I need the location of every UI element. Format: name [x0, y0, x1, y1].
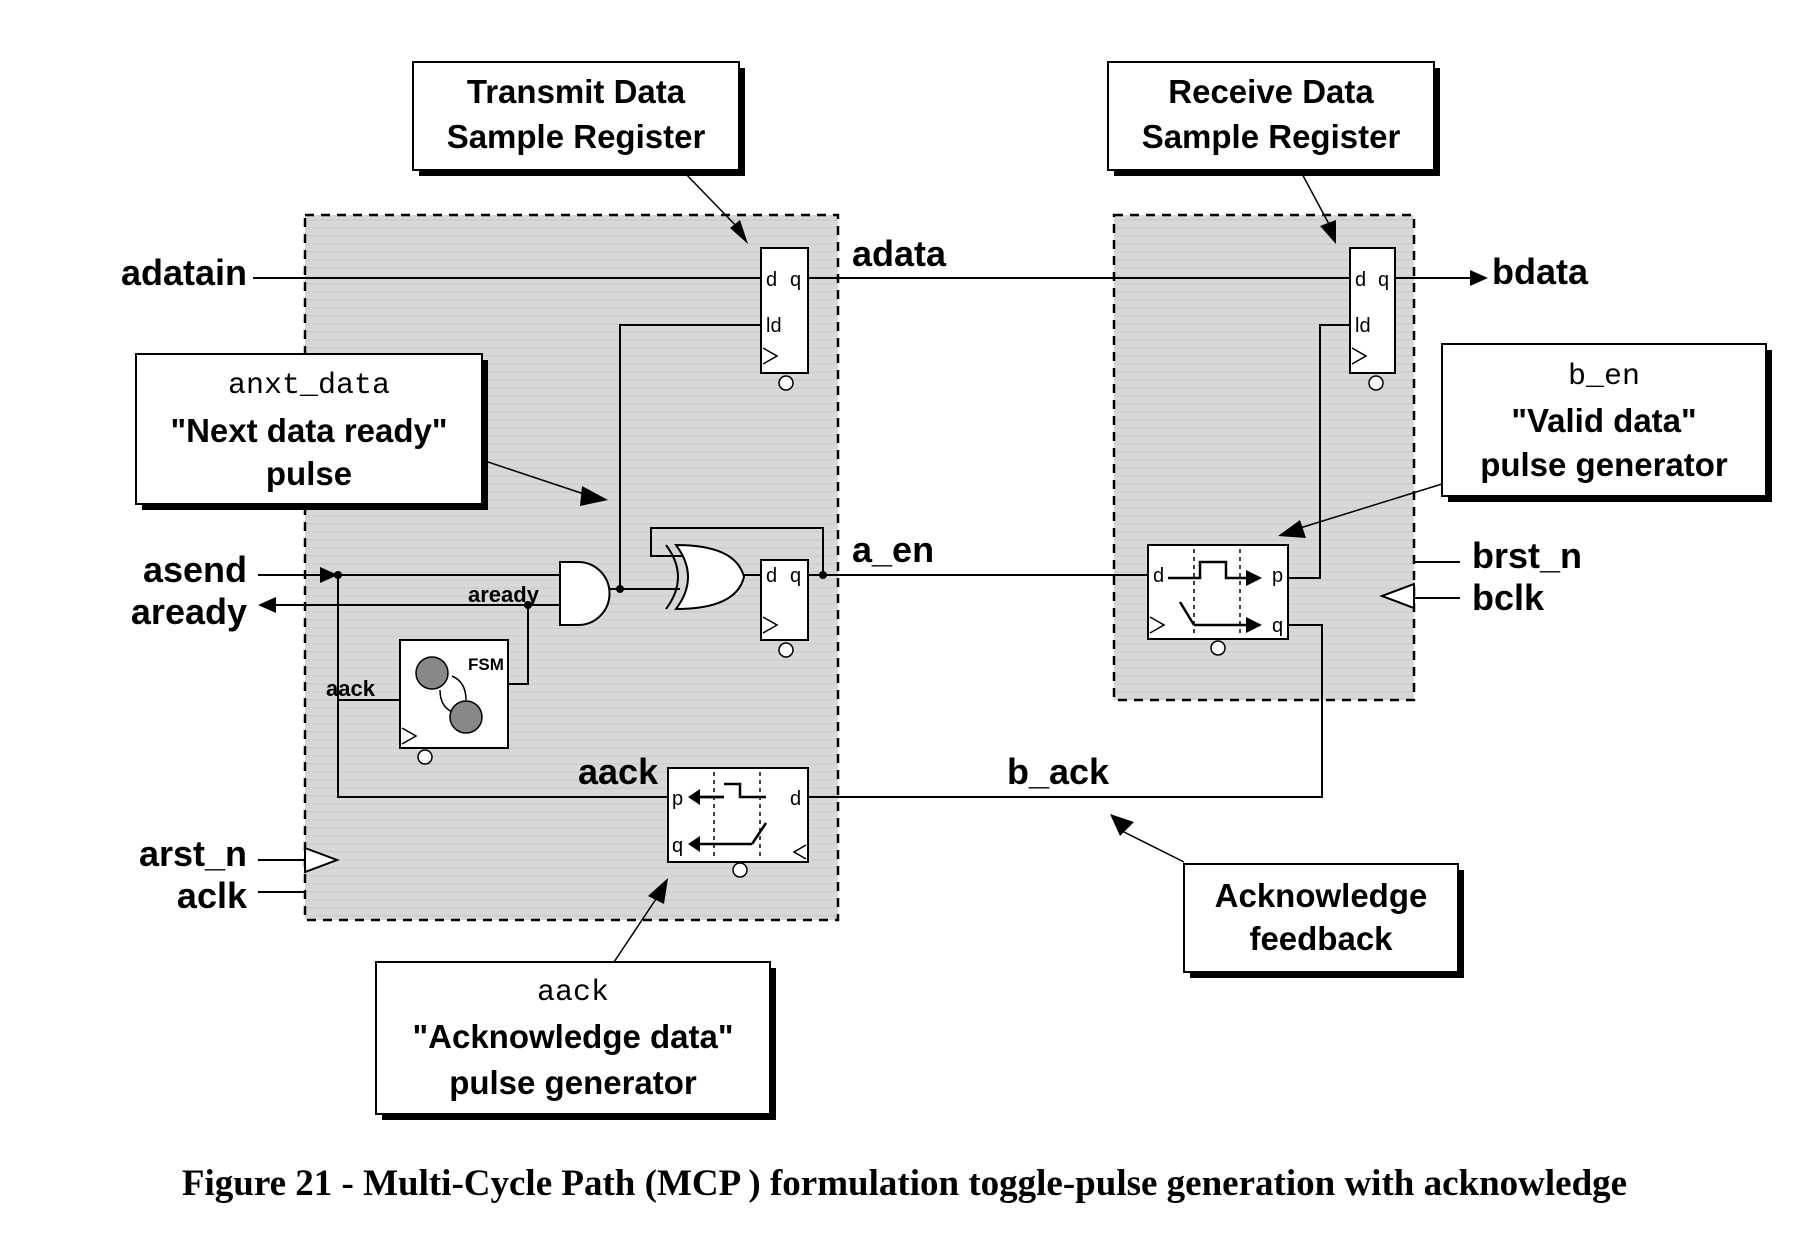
- ackfb-callout: Acknowledge feedback: [1183, 863, 1464, 978]
- svg-text:q: q: [1272, 615, 1283, 637]
- svg-text:d: d: [1355, 269, 1366, 291]
- bclk-label: bclk: [1472, 577, 1545, 618]
- svg-text:Sample Register: Sample Register: [447, 118, 706, 155]
- svg-text:q: q: [1378, 269, 1389, 291]
- fsm-aready-wire: [508, 605, 529, 685]
- svg-text:"Valid data": "Valid data": [1511, 402, 1696, 439]
- svg-text:p: p: [672, 788, 683, 810]
- aready-arrow: [258, 597, 276, 613]
- receive-register: d q ld: [1349, 247, 1396, 391]
- arst-n-triangle: [304, 846, 340, 874]
- svg-text:FSM: FSM: [468, 655, 504, 674]
- asend-arrow: [320, 567, 338, 583]
- b-ack-label: b_ack: [1007, 751, 1110, 792]
- svg-text:q: q: [790, 269, 801, 291]
- svg-text:p: p: [1272, 565, 1283, 587]
- b-en-pulse-generator: d p q: [1147, 544, 1289, 656]
- figure-caption: Figure 21 - Multi-Cycle Path (MCP ) form…: [181, 1163, 1628, 1204]
- transmit-register: d q ld: [760, 247, 809, 391]
- svg-text:feedback: feedback: [1249, 920, 1393, 957]
- xor-feedback-wire: [650, 527, 824, 575]
- svg-text:aack: aack: [537, 976, 609, 1010]
- asend-label: asend: [143, 549, 247, 590]
- brst-n-label: brst_n: [1472, 535, 1582, 576]
- aack-loop-wire: [337, 700, 668, 798]
- svg-text:Acknowledge: Acknowledge: [1215, 877, 1428, 914]
- svg-text:q: q: [790, 565, 801, 587]
- adatain-label: adatain: [121, 252, 247, 293]
- svg-text:ld: ld: [1355, 315, 1371, 337]
- b-en-callout: b_en "Valid data" pulse generator: [1441, 343, 1772, 502]
- svg-text:d: d: [766, 269, 777, 291]
- b-en-wire: [1288, 324, 1350, 579]
- adata-label: adata: [852, 233, 947, 274]
- svg-text:ld: ld: [766, 315, 782, 337]
- receive-callout: Receive Data Sample Register: [1107, 61, 1440, 176]
- svg-text:d: d: [1153, 565, 1164, 587]
- svg-text:Sample Register: Sample Register: [1142, 118, 1401, 155]
- svg-text:d: d: [766, 565, 777, 587]
- svg-text:pulse generator: pulse generator: [449, 1064, 697, 1101]
- svg-text:Receive Data: Receive Data: [1168, 73, 1374, 110]
- svg-text:b_en: b_en: [1568, 360, 1640, 394]
- anxt-data-wire: [619, 324, 761, 589]
- aready-label: aready: [131, 591, 247, 632]
- fsm-block: FSM: [399, 639, 509, 765]
- aclk-label: aclk: [177, 875, 248, 916]
- and-gate: [559, 561, 611, 626]
- toggle-flop: d q: [760, 559, 809, 658]
- svg-text:"Next data ready": "Next data ready": [170, 412, 447, 449]
- anxt-junction: [616, 585, 624, 593]
- aack-output-label: aack: [578, 751, 659, 792]
- a-en-label: a_en: [852, 529, 934, 570]
- bdata-label: bdata: [1492, 251, 1589, 292]
- arst-n-label: arst_n: [139, 833, 247, 874]
- svg-text:anxt_data: anxt_data: [228, 369, 390, 403]
- aack-pulse-generator: p q d: [667, 767, 809, 878]
- svg-text:q: q: [672, 835, 683, 857]
- bdata-arrow: [1470, 270, 1488, 286]
- xor-gate: [665, 543, 746, 611]
- transmit-callout: Transmit Data Sample Register: [412, 61, 745, 176]
- svg-text:pulse generator: pulse generator: [1480, 446, 1728, 483]
- aack-fsm-label: aack: [326, 676, 376, 701]
- aready-internal-label: aready: [468, 582, 540, 607]
- callout-pointers: [487, 169, 1443, 963]
- svg-text:"Acknowledge data": "Acknowledge data": [412, 1018, 733, 1055]
- svg-text:d: d: [790, 788, 801, 810]
- aack-callout: aack "Acknowledge data" pulse generator: [375, 961, 776, 1120]
- b-ack-wire: [808, 624, 1323, 798]
- bclk-triangle: [1379, 582, 1415, 610]
- anxt-callout: anxt_data "Next data ready" pulse: [135, 353, 488, 510]
- svg-text:pulse: pulse: [266, 455, 352, 492]
- svg-text:Transmit Data: Transmit Data: [467, 73, 686, 110]
